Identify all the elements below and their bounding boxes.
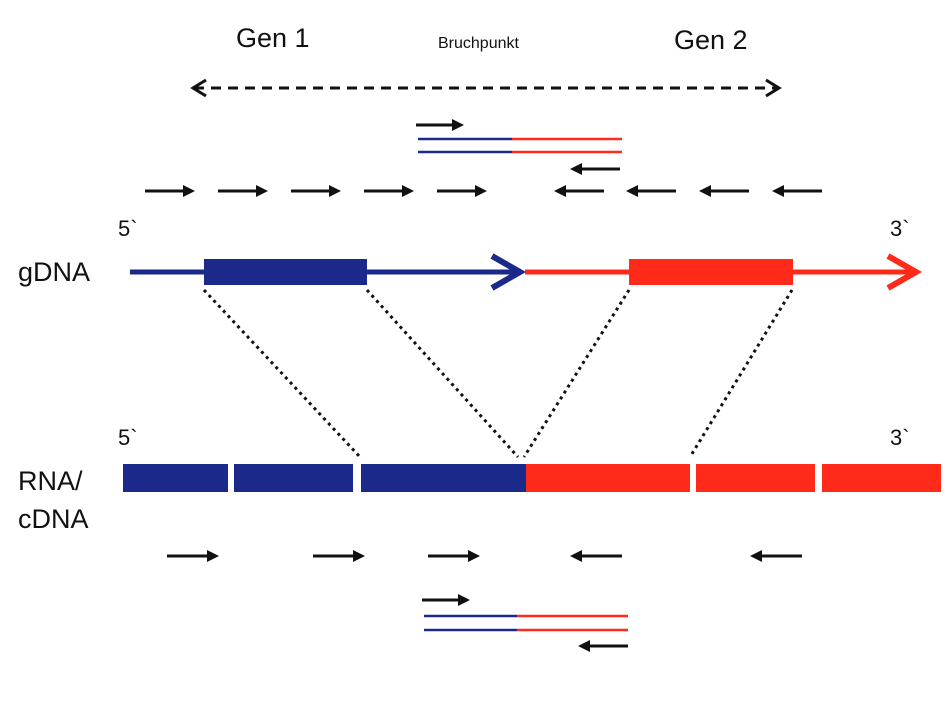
gdna-product-forward-primer-arrow	[416, 119, 464, 131]
reverse-primer-arrow	[699, 185, 749, 197]
reverse-primer-arrow	[570, 550, 622, 562]
cdna-primer-arrow-reverse	[578, 640, 628, 652]
reverse-primer-arrow	[750, 550, 802, 562]
gdna-primer-arrows	[145, 185, 822, 197]
cdna-fusion-product	[424, 614, 628, 632]
forward-primer-arrow	[145, 185, 195, 197]
forward-primer-arrow	[218, 185, 268, 197]
gene1-rna-exon	[361, 464, 526, 492]
mapping-line	[688, 289, 794, 458]
gdna-product-reverse-primer-arrow	[570, 163, 620, 175]
five-prime-label-top: 5`	[118, 216, 138, 241]
forward-primer-arrow	[291, 185, 341, 197]
gene1-gdna-arrowhead	[490, 253, 527, 291]
gene1-label: Gen 1	[236, 23, 310, 53]
dashed-arrow-left-head	[190, 78, 207, 98]
forward-primer-arrow	[167, 550, 219, 562]
reverse-primer-arrow	[772, 185, 822, 197]
gene2-gdna-arrowhead	[886, 253, 923, 291]
forward-primer-arrow	[437, 185, 487, 197]
mapping-line	[522, 289, 631, 458]
gdna-label: gDNA	[18, 257, 90, 287]
forward-primer-arrow	[313, 550, 365, 562]
three-prime-label-bottom: 3`	[890, 425, 910, 450]
gdna-fusion-product	[418, 137, 622, 154]
gene2-rna-exon	[526, 464, 690, 492]
reverse-primer-arrow	[626, 185, 676, 197]
gene1-rna-exon	[234, 464, 353, 492]
rna-label-line1: RNA/	[18, 466, 83, 496]
dashed-arrow-right-head	[765, 78, 782, 98]
gene1-rna-exon	[123, 464, 228, 492]
cdna-primer-arrows	[167, 550, 802, 562]
five-prime-label-bottom: 5`	[118, 425, 138, 450]
mapping-line	[365, 288, 520, 459]
rna-strand	[123, 464, 941, 492]
mapping-line	[202, 288, 362, 459]
gdna-strand	[130, 253, 923, 291]
gene1-exon-block	[204, 259, 367, 285]
exon-mapping-lines	[202, 288, 794, 459]
cdna-primer-arrow-forward	[422, 594, 470, 606]
gene2-rna-exon	[696, 464, 815, 492]
forward-primer-arrow	[364, 185, 414, 197]
gene2-rna-exon	[822, 464, 941, 492]
forward-primer-arrow	[428, 550, 480, 562]
gene2-label: Gen 2	[674, 25, 748, 55]
reverse-primer-arrow	[554, 185, 604, 197]
three-prime-label-top: 3`	[890, 216, 910, 241]
breakpoint-label: Bruchpunkt	[438, 35, 519, 52]
rna-label-line2: cDNA	[18, 504, 89, 534]
gene2-exon-block	[629, 259, 793, 285]
